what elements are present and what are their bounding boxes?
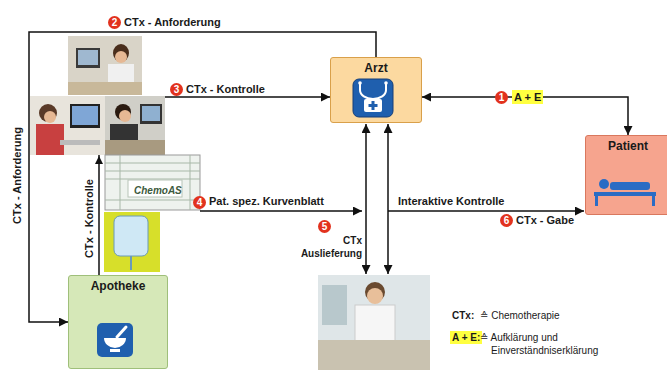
callout-number: 4 xyxy=(193,196,206,209)
flow-label: CTx: xyxy=(452,309,474,322)
flow-label: CTx Auslieferung xyxy=(292,234,362,260)
arzt-icon-part xyxy=(360,84,386,99)
flow-line xyxy=(95,124,584,274)
patient-icon-part xyxy=(599,179,609,189)
photo-right-part xyxy=(140,104,162,124)
node-title: Apotheke xyxy=(69,276,167,293)
photo-left-part xyxy=(39,104,57,122)
flow-label: Pat. spez. Kurvenblatt xyxy=(209,195,324,208)
arzt-icon-part xyxy=(369,104,378,107)
photo-left-part xyxy=(30,96,105,155)
infusion-bag-image-part xyxy=(114,216,148,256)
callout-number: 6 xyxy=(500,214,513,227)
photo-right xyxy=(105,96,165,155)
flow-connector xyxy=(99,97,330,275)
node-title: Arzt xyxy=(331,58,421,75)
patient-icon-part xyxy=(652,196,655,206)
photo-right-part xyxy=(119,110,131,122)
flow-label: A + E: xyxy=(450,331,482,344)
arzt-icon-part xyxy=(358,81,362,85)
process-box: Patient xyxy=(585,135,667,215)
photo-right-part xyxy=(142,106,160,121)
patient-icon-part xyxy=(594,192,656,196)
arzt-icon-part xyxy=(384,81,388,85)
photo-nurse-part xyxy=(355,305,395,345)
node-title: Patient xyxy=(586,136,667,153)
photo-nurse-part xyxy=(367,288,383,304)
flow-label: ≙ Chemotherapie xyxy=(480,309,560,322)
callout-number: 3 xyxy=(170,83,183,96)
flow-label: Interaktive Kontrolle xyxy=(398,195,504,208)
process-box: Arzt xyxy=(330,57,422,123)
flow-label: ≙ Aufklärung und Einverständniserklärung xyxy=(480,331,630,357)
infusion-bag-image-part xyxy=(130,256,132,270)
callout-number: 2 xyxy=(108,16,121,29)
vertical-label: CTx - Anforderung xyxy=(10,127,23,224)
apotheke-icon-part xyxy=(104,338,126,348)
photo-left-part xyxy=(70,104,100,128)
flow-label: CTx - Gabe xyxy=(516,214,574,227)
photo-left-part xyxy=(44,111,56,123)
photo-nurse xyxy=(318,275,430,370)
edge-label: CTx - Kontrolle xyxy=(186,83,265,96)
curve-sheet-image-part xyxy=(105,155,200,210)
photo-top xyxy=(68,36,142,95)
apotheke-icon-part xyxy=(97,323,133,357)
photo-top-part xyxy=(78,50,98,65)
arzt-icon xyxy=(352,78,394,118)
patient-icon xyxy=(592,170,658,210)
photo-left xyxy=(30,96,105,155)
photo-left-part xyxy=(72,106,98,125)
arzt-icon-part xyxy=(364,99,382,112)
flow-line-part xyxy=(365,124,367,274)
process-box: Apotheke xyxy=(68,275,168,369)
flow-label: ChemoAS xyxy=(134,184,182,197)
vertical-label: CTx - Kontrolle xyxy=(82,179,95,258)
photo-left-part xyxy=(36,124,64,155)
curve-sheet-image xyxy=(105,155,200,210)
photo-nurse-part xyxy=(322,285,347,325)
apotheke-icon xyxy=(96,322,134,358)
photo-top-part xyxy=(115,51,127,63)
callout-number: 1 xyxy=(495,91,508,104)
patient-icon-part xyxy=(595,196,598,206)
photo-right-part xyxy=(110,124,138,140)
flow-line-part xyxy=(95,156,103,164)
photo-left-part xyxy=(60,140,100,145)
arzt-icon-part xyxy=(353,79,393,117)
apotheke-icon-part xyxy=(117,327,126,337)
edge-label: A + E xyxy=(512,90,543,104)
curve-sheet-image-part xyxy=(105,155,200,210)
apotheke-icon-part xyxy=(110,349,120,352)
photo-top-part xyxy=(113,44,129,62)
curve-sheet-image-part xyxy=(128,180,182,197)
photo-right-part xyxy=(105,96,165,155)
infusion-bag-image-part xyxy=(104,212,160,272)
edge-label: CTx - Anforderung xyxy=(124,16,221,29)
photo-top-part xyxy=(76,48,100,68)
photo-nurse-part xyxy=(318,340,430,370)
flow-line-part xyxy=(388,210,584,212)
photo-right-part xyxy=(105,140,165,155)
photo-nurse-part xyxy=(318,275,430,370)
flow-line-part xyxy=(200,210,362,212)
photo-top-part xyxy=(68,82,142,95)
callout-number: 5 xyxy=(318,220,331,233)
infusion-bag-image xyxy=(104,212,160,272)
patient-icon-part xyxy=(610,182,650,190)
flow-line-part xyxy=(387,124,389,274)
photo-top-part xyxy=(68,36,142,95)
